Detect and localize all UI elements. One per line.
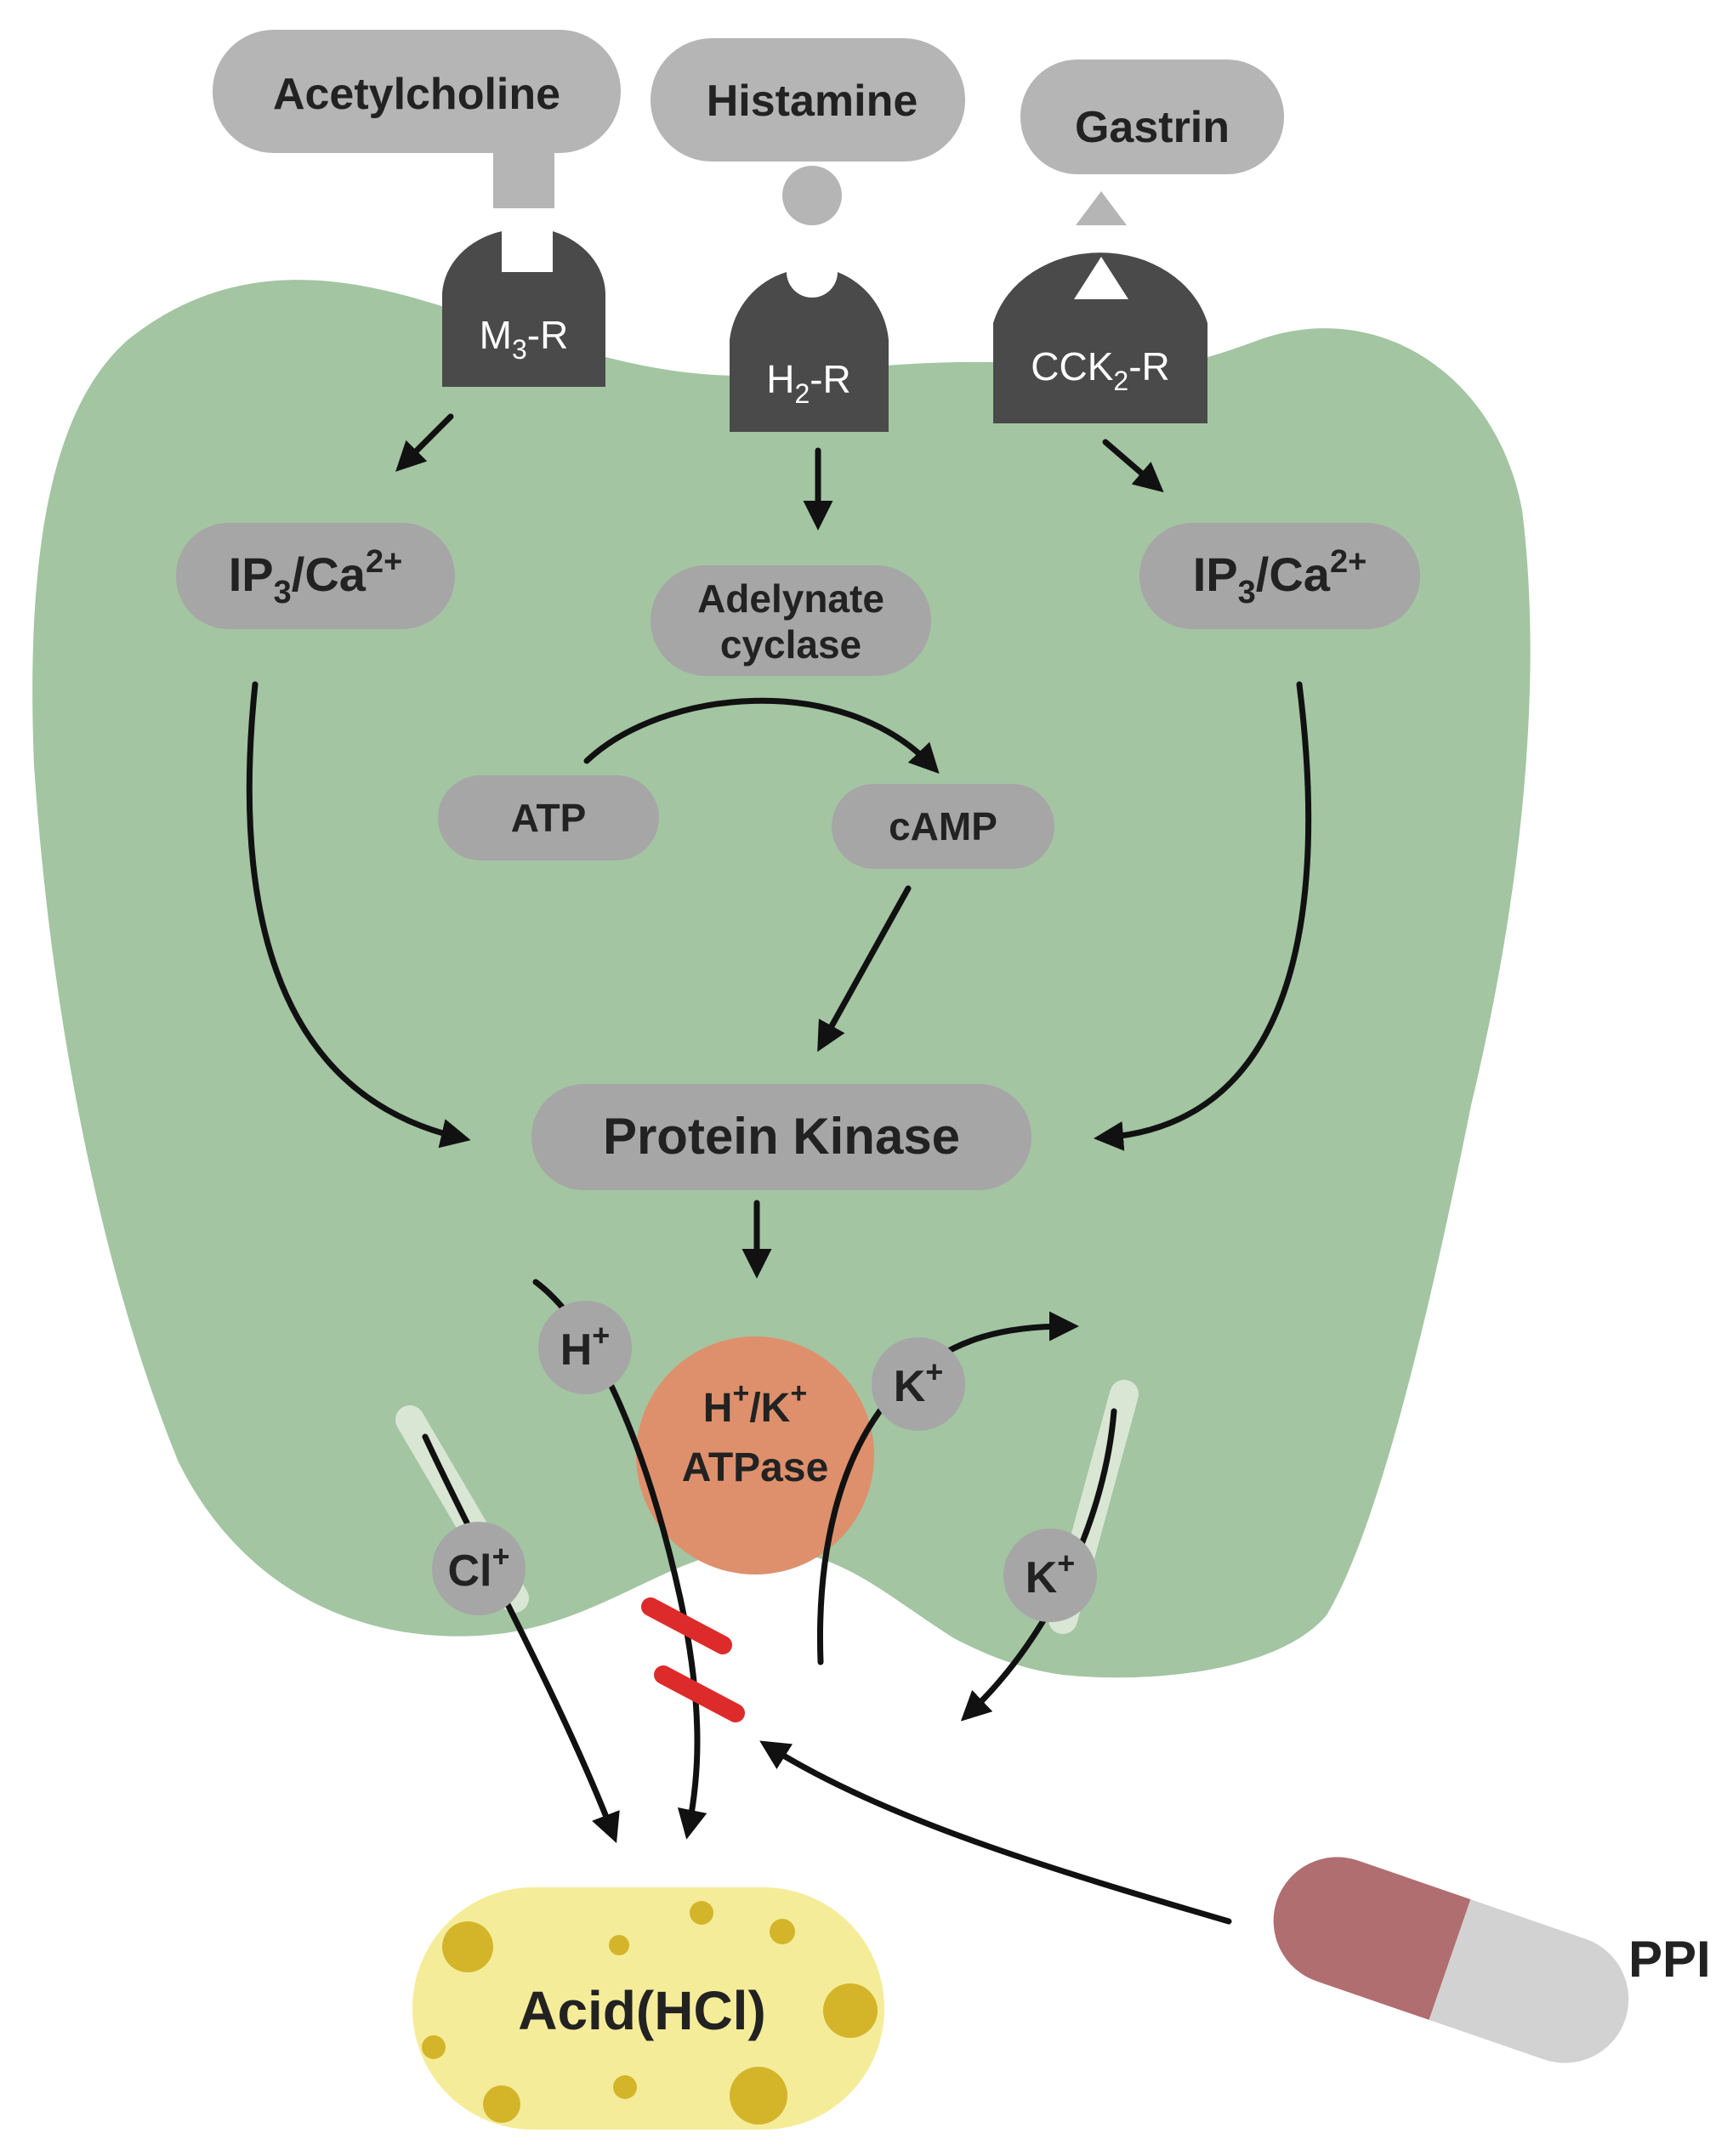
proton-pump: H+/K+ ATPase: [636, 1336, 874, 1574]
acid-dot: [483, 2085, 520, 2123]
arrow-atp-to-camp: [583, 697, 940, 774]
histamine-ligand: Histamine: [651, 38, 965, 225]
protein-kinase: Protein Kinase: [531, 1084, 1031, 1190]
cck2-receptor: CCK2-R: [993, 252, 1207, 423]
acid-dot: [422, 2035, 446, 2059]
ppi-pill: [1273, 1857, 1629, 2063]
cck2-receptor-label: CCK2-R: [1031, 344, 1169, 396]
arrow-left-ip3-to-kinase: [246, 681, 471, 1149]
adenylate-line2: cyclase: [720, 622, 861, 667]
pump-line1: H+/K+: [703, 1377, 807, 1431]
gastrin-ligand: Gastrin: [1020, 60, 1284, 225]
adenylate-line1: Adelynate: [697, 576, 884, 621]
arrow-cck2-to-ip3: [1102, 439, 1164, 493]
acid-dot: [609, 1935, 629, 1955]
m3-receptor-label: M3-R: [480, 313, 569, 365]
arrow-m3-to-ip3: [395, 413, 454, 472]
protein-kinase-label: Protein Kinase: [603, 1108, 960, 1165]
atp-label: ATP: [511, 796, 587, 840]
acid-label: Acid(HCl): [518, 1980, 766, 2041]
h2-receptor-label: H2-R: [766, 357, 851, 409]
m3-receptor: M3-R: [442, 231, 605, 387]
ppi-label: PPI: [1628, 1931, 1711, 1988]
ip3-ca-right-label: IP3/Ca2+: [1193, 544, 1367, 610]
parietal-cell: [32, 280, 1531, 1678]
acid-dot: [690, 1901, 713, 1925]
cl-ion: Cl+: [432, 1522, 526, 1615]
cl-ion-label: Cl+: [447, 1539, 509, 1596]
arrow-camp-to-kinase: [817, 885, 912, 1052]
k-ion-top: K+: [872, 1337, 965, 1431]
acid-dot: [823, 1983, 878, 2038]
block-mark-1: [641, 1597, 732, 1654]
h-ion: H+: [538, 1301, 632, 1394]
k-ion-top-label: K+: [894, 1354, 944, 1411]
gastrin-label: Gastrin: [1075, 103, 1230, 152]
ip3-ca-left-label: IP3/Ca2+: [229, 544, 403, 610]
adenylate-cyclase: Adelynate cyclase: [651, 565, 931, 676]
arrow-cl-to-acid: [422, 1433, 620, 1844]
arrow-ppi-inhibit: [759, 1740, 1232, 1925]
pump-line2: ATPase: [682, 1445, 829, 1490]
h2-receptor: H2-R: [730, 272, 889, 432]
acid-dot: [442, 1921, 493, 1972]
k-ion-right: K+: [1003, 1529, 1097, 1622]
arrow-right-ip3-to-kinase: [1094, 681, 1312, 1151]
acid-hcl: Acid(HCl): [412, 1887, 884, 2130]
atp-node: ATP: [438, 775, 659, 860]
camp-label: cAMP: [889, 804, 997, 848]
histamine-label: Histamine: [707, 77, 918, 126]
acetylcholine-label: Acetylcholine: [273, 70, 560, 119]
ip3-ca-left: IP3/Ca2+: [176, 523, 455, 629]
acid-dot: [613, 2075, 637, 2099]
h-ion-label: H+: [560, 1318, 611, 1375]
ip3-ca-right: IP3/Ca2+: [1139, 523, 1420, 629]
block-mark-2: [654, 1665, 745, 1722]
acid-dot: [730, 2067, 787, 2125]
lumen-notch: [544, 1548, 1003, 1693]
camp-node: cAMP: [832, 784, 1054, 869]
k-ion-right-label: K+: [1026, 1546, 1076, 1603]
acid-dot: [770, 1919, 795, 1944]
acetylcholine-ligand: Acetylcholine: [213, 30, 621, 208]
